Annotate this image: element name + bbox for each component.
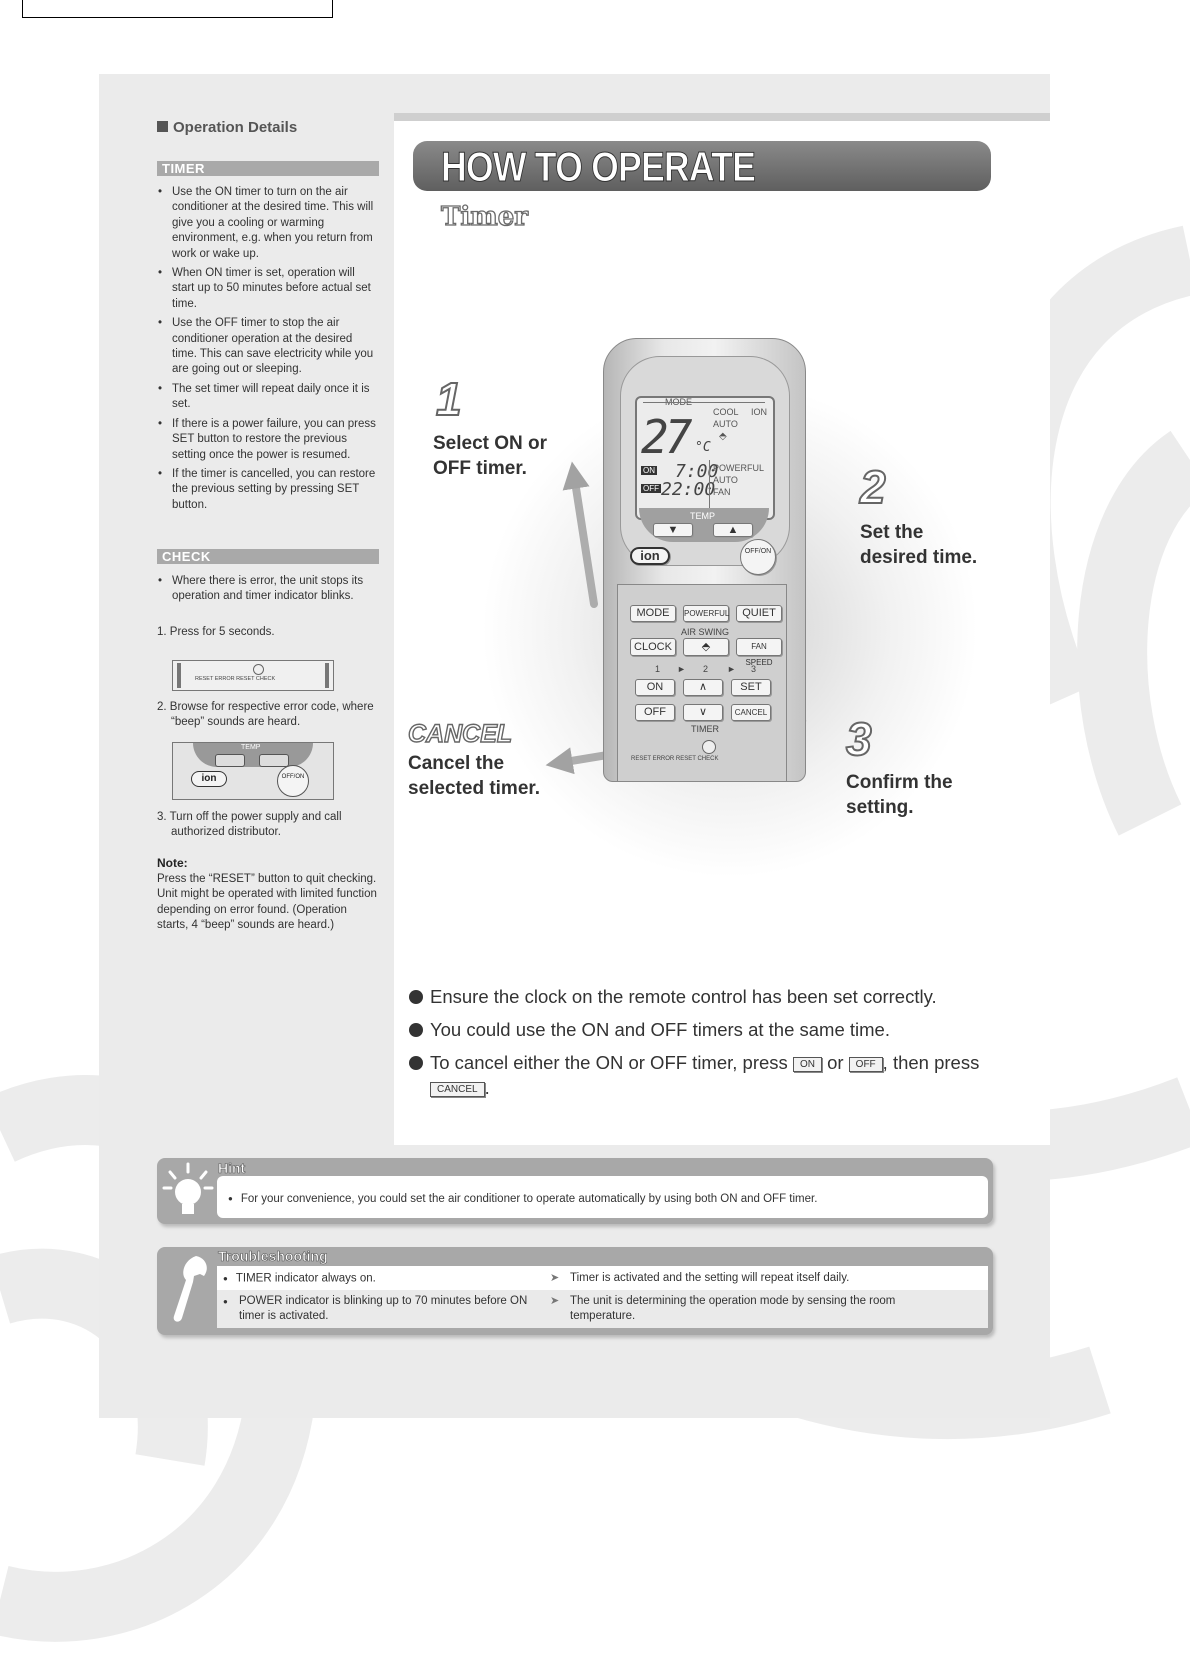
remote-lcd: MODE COOL ION AUTO ⬘ 27 °C ON OFF 7:00 2…: [635, 396, 775, 520]
hint-text: For your convenience, you could set the …: [228, 1193, 818, 1205]
off-time-display: 22:00: [661, 479, 716, 500]
step-1-number: 1: [435, 372, 463, 426]
air-swing-icon: ⬘: [719, 431, 727, 442]
set-button[interactable]: SET: [731, 679, 771, 696]
cause-cell: The unit is determining the operation mo…: [570, 1295, 896, 1322]
check-step-1: 1. Press for 5 seconds.: [157, 626, 275, 638]
off-button[interactable]: OFF: [635, 704, 675, 721]
troubleshooting-title: Troubleshooting: [218, 1248, 328, 1265]
list-item: When ON timer is set, operation will sta…: [157, 266, 379, 312]
clock-button[interactable]: CLOCK: [630, 638, 676, 656]
temp-buttons-illustration: TEMP ion OFF/ON: [172, 742, 334, 800]
symptom-cell: TIMER indicator always on.: [223, 1271, 543, 1287]
wrench-icon: [173, 1256, 207, 1322]
mode-button[interactable]: MODE: [630, 605, 676, 622]
table-row: [217, 1290, 988, 1328]
cancel-button[interactable]: CANCEL: [731, 704, 771, 721]
time-up-button[interactable]: ∧: [683, 679, 723, 696]
arrow-right-icon: ➤: [550, 1295, 560, 1307]
arrow-right-icon: ➤: [550, 1272, 560, 1284]
list-item: Ensure the clock on the remote control h…: [407, 984, 987, 1009]
reset-check-illustration: RESET ERROR RESET CHECK: [172, 660, 334, 691]
chevron-down-icon: ∨: [698, 706, 708, 718]
remote-control-illustration: MODE COOL ION AUTO ⬘ 27 °C ON OFF 7:00 2…: [603, 338, 806, 782]
step-2-text: Set the desired time.: [860, 522, 978, 568]
step-arrow-icon: ►: [727, 664, 736, 674]
check-details-list: Where there is error, the unit stops its…: [157, 574, 379, 609]
step-3-text: Confirm the setting.: [846, 772, 953, 818]
cancel-button-icon: CANCEL: [430, 1081, 485, 1097]
temperature-display: 27: [641, 410, 692, 464]
on-button[interactable]: ON: [635, 679, 675, 696]
off-button-icon: OFF: [848, 1056, 883, 1072]
air-swing-icon: ⬘: [701, 641, 711, 653]
air-swing-button[interactable]: ⬘: [683, 638, 729, 656]
square-bullet-icon: [157, 121, 168, 132]
list-item: The set timer will repeat daily once it …: [157, 382, 379, 413]
list-item: If there is a power failure, you can pre…: [157, 417, 379, 463]
step-2-number: 2: [859, 460, 887, 514]
time-down-button[interactable]: ∨: [683, 704, 723, 721]
timer-section-bar: TIMER: [157, 161, 379, 176]
off-on-button[interactable]: OFF/ON: [740, 539, 776, 575]
panel-top-edge: [394, 113, 1050, 121]
note-title: Note:: [157, 856, 188, 870]
on-time-display: 7:00: [675, 461, 719, 482]
check-step-3: 3. Turn off the power supply and call au…: [157, 811, 342, 839]
powerful-button[interactable]: POWERFUL: [683, 605, 729, 622]
list-item: If the timer is cancelled, you can resto…: [157, 467, 379, 513]
bullet-icon: ●: [223, 1297, 228, 1306]
list-item: To cancel either the ON or OFF timer, pr…: [407, 1050, 987, 1100]
step-3-number: 3: [845, 712, 873, 766]
temp-up-icon: [259, 754, 289, 767]
step-arrow-icon: ►: [677, 664, 686, 674]
check-step-2: 2. Browse for respective error code, whe…: [157, 701, 374, 729]
on-button-icon: ON: [792, 1056, 822, 1072]
check-button-icon: [253, 664, 264, 675]
fan-speed-button[interactable]: FAN SPEED: [736, 638, 782, 667]
list-item: Use the ON timer to turn on the air cond…: [157, 185, 379, 262]
temp-down-button[interactable]: ▼: [653, 523, 693, 537]
ion-button[interactable]: ion: [630, 547, 670, 565]
header-box: [22, 0, 333, 18]
note-body: Press the “RESET” button to quit checkin…: [157, 873, 377, 932]
cause-cell: Timer is activated and the setting will …: [570, 1272, 850, 1284]
quiet-button[interactable]: QUIET: [736, 605, 782, 622]
timer-details-list: Use the ON timer to turn on the air cond…: [157, 185, 379, 517]
timer-notes: Ensure the clock on the remote control h…: [407, 984, 987, 1108]
list-item: You could use the ON and OFF timers at t…: [407, 1017, 987, 1042]
arrow-to-step1: [562, 461, 598, 608]
lightbulb-icon: [162, 1162, 214, 1214]
list-item: Where there is error, the unit stops its…: [157, 574, 379, 605]
timer-subtitle: Timer: [440, 201, 528, 232]
cancel-heading: CANCEL: [407, 719, 513, 748]
check-button[interactable]: [702, 740, 716, 754]
temp-down-icon: [215, 754, 245, 767]
check-section-bar: CHECK: [157, 549, 379, 564]
operation-details-heading: Operation Details: [157, 119, 297, 136]
cancel-text: Cancel the selected timer.: [408, 753, 541, 799]
temp-up-button[interactable]: ▲: [713, 523, 753, 537]
page-title: HOW TO OPERATE: [441, 143, 757, 191]
symptom-cell: ● POWER indicator is blinking up to 70 m…: [223, 1295, 528, 1322]
hint-title: Hint: [218, 1160, 246, 1177]
step-1-text: Select ON or OFF timer.: [433, 433, 548, 479]
how-to-operate-banner: [413, 141, 991, 191]
list-item: Use the OFF timer to stop the air condit…: [157, 316, 379, 378]
chevron-up-icon: ∧: [698, 681, 708, 693]
